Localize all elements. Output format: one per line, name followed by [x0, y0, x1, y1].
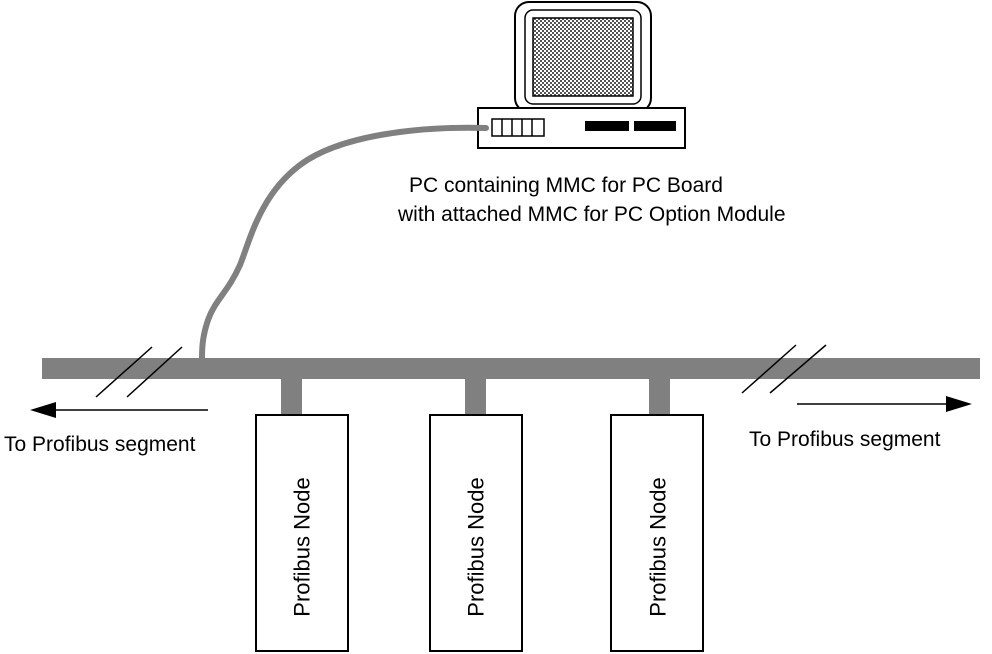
bus-break-right: [741, 344, 827, 394]
node-stub-2: [465, 379, 486, 415]
node-stub-1: [281, 379, 302, 415]
segment-label-right: To Profibus segment: [749, 428, 941, 451]
bus-break-left: [95, 346, 183, 398]
arrow-left-icon: [30, 402, 208, 418]
pc-computer-icon: [477, 1, 686, 149]
profibus-node-1: [255, 414, 349, 652]
profibus-bus-bar: [42, 358, 980, 379]
pc-vent-left: [585, 121, 629, 131]
node-label-2: Profibus Node: [464, 477, 489, 616]
node-label-1: Profibus Node: [290, 477, 315, 616]
pc-drive-slot: [491, 118, 545, 137]
pc-caption-line2: with attached MMC for PC Option Module: [397, 203, 786, 226]
pc-vent-right: [634, 121, 676, 131]
segment-label-left: To Profibus segment: [4, 433, 196, 456]
profibus-node-2: [429, 414, 523, 652]
pc-screen: [532, 17, 634, 97]
pc-caption-line1: PC containing MMC for PC Board: [409, 174, 723, 197]
node-stub-3: [649, 379, 670, 415]
arrow-right-icon: [797, 396, 972, 412]
pc-cable: [199, 124, 489, 361]
node-label-3: Profibus Node: [646, 477, 671, 616]
profibus-node-3: [610, 414, 704, 652]
